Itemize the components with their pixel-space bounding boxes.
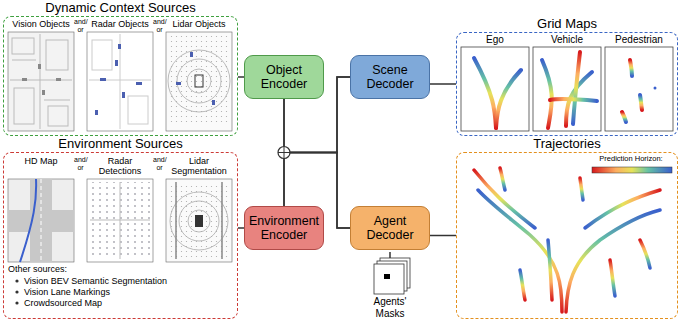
box-label: Environment Encoder — [249, 214, 319, 242]
decoder-box: Scene Decoder — [350, 55, 430, 99]
connector — [430, 235, 456, 237]
panel-label: and/ or — [153, 18, 166, 34]
encoder-box: Environment Encoder — [244, 206, 324, 250]
panel-label: Ego — [461, 34, 529, 46]
panel-label: Other sources: — [8, 264, 228, 274]
group-heading: Environment Sources — [4, 137, 237, 151]
panel-label: Prediction Horizon: — [586, 155, 676, 164]
connector — [430, 83, 456, 85]
panel-label: Agents' Masks — [360, 296, 420, 319]
panel-label: Vision BEV Semantic Segmentation — [24, 276, 234, 286]
encoder-box: Object Encoder — [244, 55, 324, 99]
panel-label: Vision Lane Markings — [24, 287, 234, 297]
decoder-box: Agent Decoder — [350, 206, 430, 250]
output-group: Trajectories — [456, 152, 678, 319]
panel-label: Vehicle — [533, 34, 601, 46]
output-group: Grid Maps — [456, 32, 678, 136]
source-group: Dynamic Context Sources — [3, 16, 238, 136]
panel-label: HD Map — [8, 156, 74, 166]
panel-label: Crowdsourced Map — [24, 298, 234, 308]
panel-label: and/ or — [74, 18, 87, 34]
group-heading: Dynamic Context Sources — [4, 1, 237, 15]
group-heading: Trajectories — [457, 137, 677, 151]
panel-label: Lidar Segmentation — [166, 156, 232, 177]
concat-junction-cross — [278, 147, 290, 159]
panel-label: Pedestrian — [605, 34, 673, 46]
panel-label: Radar Detections — [87, 156, 153, 177]
group-heading: Grid Maps — [457, 17, 677, 31]
panel-label: and/ or — [153, 156, 166, 172]
panel-label: Radar Objects — [87, 19, 153, 29]
box-label: Scene Decoder — [355, 63, 425, 91]
panel-label: Vision Objects — [8, 19, 74, 29]
concat-junction — [278, 147, 290, 159]
panel-label: and/ or — [74, 156, 87, 172]
box-label: Agent Decoder — [355, 214, 425, 242]
panel-label: Lidar Objects — [166, 19, 232, 29]
box-label: Object Encoder — [249, 63, 319, 91]
